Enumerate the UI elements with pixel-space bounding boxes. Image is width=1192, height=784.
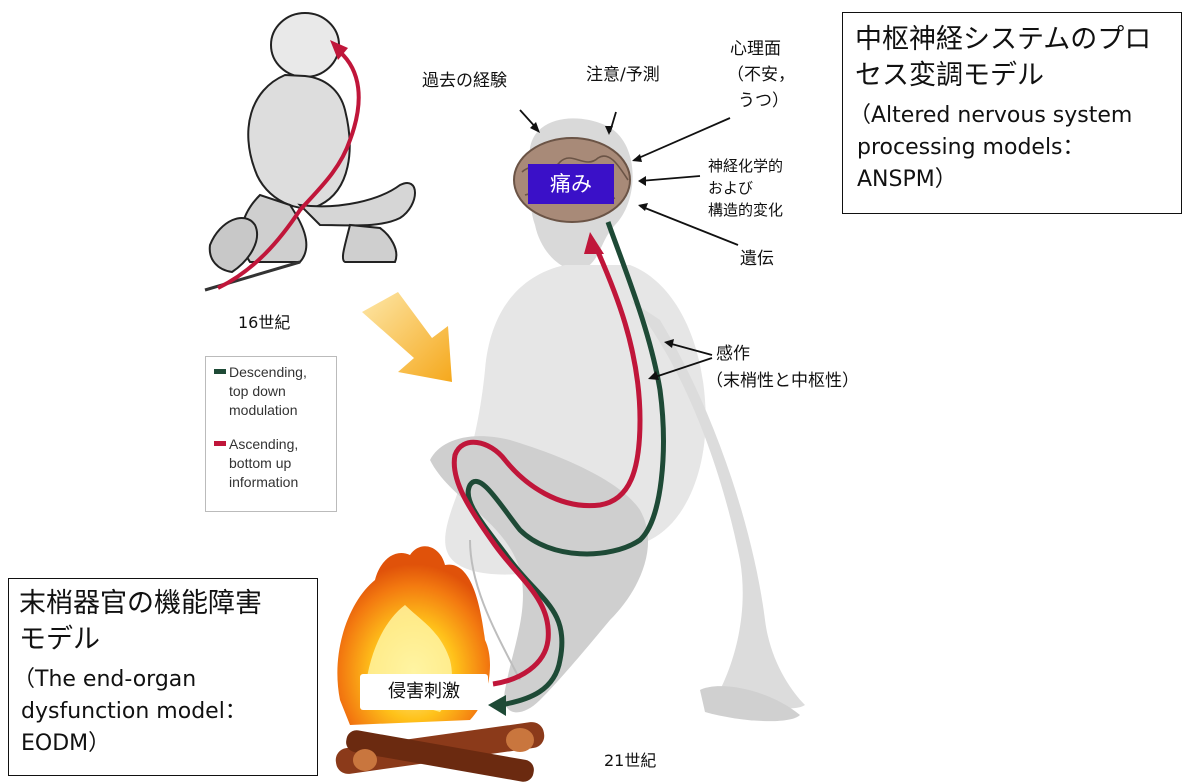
- legend-descending-swatch: [214, 369, 226, 374]
- logs: [334, 721, 546, 784]
- eodm-title-1: 末梢器官の機能障害: [19, 587, 262, 621]
- label-neuro-2: および: [708, 178, 753, 198]
- label-sensitization-2: （末梢性と中枢性）: [706, 370, 859, 392]
- eodm-title-2: モデル: [19, 623, 100, 657]
- label-21st-century: 21世紀: [604, 750, 656, 772]
- label-neuro-1: 神経化学的: [708, 156, 783, 176]
- legend-descending-line2: top down: [229, 382, 286, 400]
- anspm-box: 中枢神経システムのプロ セス変調モデル （Altered nervous sys…: [842, 12, 1182, 214]
- eodm-subtitle-2: dysfunction model：: [21, 697, 247, 727]
- label-genetics: 遺伝: [740, 248, 774, 270]
- eodm-subtitle-3: EODM）: [21, 729, 110, 759]
- label-16th-century: 16世紀: [238, 312, 290, 334]
- anspm-subtitle-3: ANSPM）: [857, 165, 957, 195]
- orange-arrow: [362, 292, 452, 382]
- label-psych-1: 心理面: [730, 38, 781, 60]
- label-past-experience: 過去の経験: [422, 70, 507, 92]
- eodm-subtitle-1: （The end-organ: [13, 665, 196, 695]
- anspm-title-1: 中枢神経システムのプロ: [855, 23, 1151, 57]
- legend-descending-line1: Descending,: [214, 363, 307, 381]
- legend-ascending-line1: Ascending,: [214, 435, 298, 453]
- anspm-title-2: セス変調モデル: [855, 59, 1044, 93]
- eodm-box: 末梢器官の機能障害 モデル （The end-organ dysfunction…: [8, 578, 318, 776]
- descending-arrowhead: [488, 695, 506, 716]
- woodcut-figure: [205, 13, 415, 290]
- noxious-stimulus-label: 侵害刺激: [360, 674, 488, 710]
- legend: Descending, top down modulation Ascendin…: [205, 356, 337, 512]
- label-attention: 注意/予測: [586, 64, 660, 86]
- legend-descending-line3: modulation: [229, 401, 298, 419]
- label-psych-3: うつ）: [738, 90, 789, 112]
- legend-ascending-swatch: [214, 441, 226, 446]
- anspm-subtitle-2: processing models：: [857, 133, 1085, 163]
- label-sensitization-1: 感作: [716, 343, 750, 365]
- pain-label: 痛み: [528, 164, 614, 204]
- legend-ascending-line2: bottom up: [229, 454, 291, 472]
- label-neuro-3: 構造的変化: [708, 200, 783, 220]
- legend-ascending-line3: information: [229, 473, 298, 491]
- anspm-subtitle-1: （Altered nervous system: [849, 101, 1132, 131]
- label-psych-2: （不安，: [727, 64, 795, 86]
